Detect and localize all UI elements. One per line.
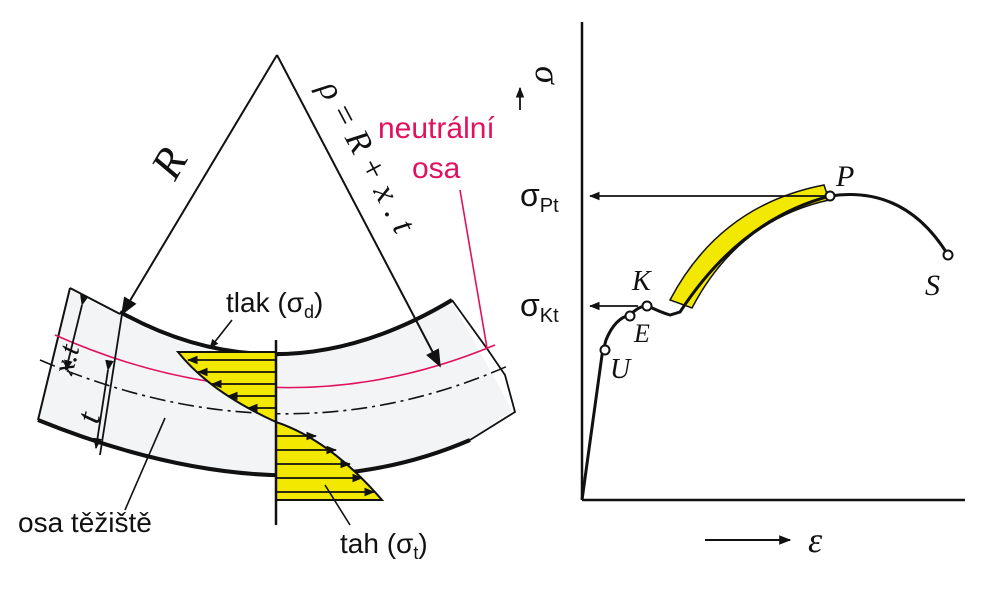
point-E-label: E [633, 319, 650, 348]
point-S-label: S [925, 269, 940, 302]
sigma-pt-main: σ [520, 177, 540, 213]
point-K-label: K [631, 266, 652, 297]
tension-label-close: ) [418, 528, 427, 559]
point-U-label: U [610, 354, 632, 385]
beam-inner-edge [119, 298, 454, 357]
compression-label: tlak (σd) [226, 287, 323, 322]
neutral-axis-leader [459, 189, 488, 349]
centroid-axis-label: osa těžiště [18, 507, 152, 538]
sigma-pt-sub: Pt [540, 195, 559, 217]
point-E-marker [624, 310, 636, 322]
compression-arrows [186, 355, 276, 413]
tension-label-sub: t [413, 543, 418, 563]
radius-label: R [141, 139, 197, 188]
tension-arrows [276, 431, 376, 497]
t-dimension [93, 359, 114, 450]
point-S-marker [942, 249, 954, 261]
compression-label-close: ) [314, 287, 323, 318]
sigma-kt-sub: Kt [540, 305, 559, 327]
rho-label: ρ = R + x . t [310, 74, 422, 241]
sigma-kt-label: σKt [520, 287, 559, 327]
point-P-marker [824, 190, 836, 202]
stress-strain-diagram: σ ε U E K P S σPt σKt [515, 22, 965, 560]
radius-line-rho [276, 54, 441, 368]
beam-right-end [451, 299, 517, 441]
point-U-marker [599, 344, 611, 356]
xt-dimension [64, 294, 89, 372]
tension-label: tah (σt) [340, 528, 428, 563]
x-axis-label: ε [808, 520, 823, 560]
centroid-leader [124, 417, 166, 511]
sigma-pt-label: σPt [520, 177, 559, 217]
bending-diagram: R ρ = R + x . t neutrální osa tlak (σd) … [18, 54, 517, 563]
y-axis-label: σ [528, 66, 568, 85]
sigma-kt-main: σ [520, 287, 540, 323]
compression-label-main: tlak (σ [226, 287, 304, 318]
radius-line-R [121, 54, 278, 316]
point-P-label: P [835, 160, 854, 193]
tension-leader [324, 484, 351, 526]
neutral-axis-label-1: neutrální [378, 112, 495, 145]
point-K-marker [641, 300, 653, 312]
neutral-axis-label-2: osa [412, 152, 461, 185]
compression-leader [209, 319, 233, 349]
compression-label-sub: d [304, 302, 314, 322]
tension-label-main: tah (σ [340, 528, 413, 559]
